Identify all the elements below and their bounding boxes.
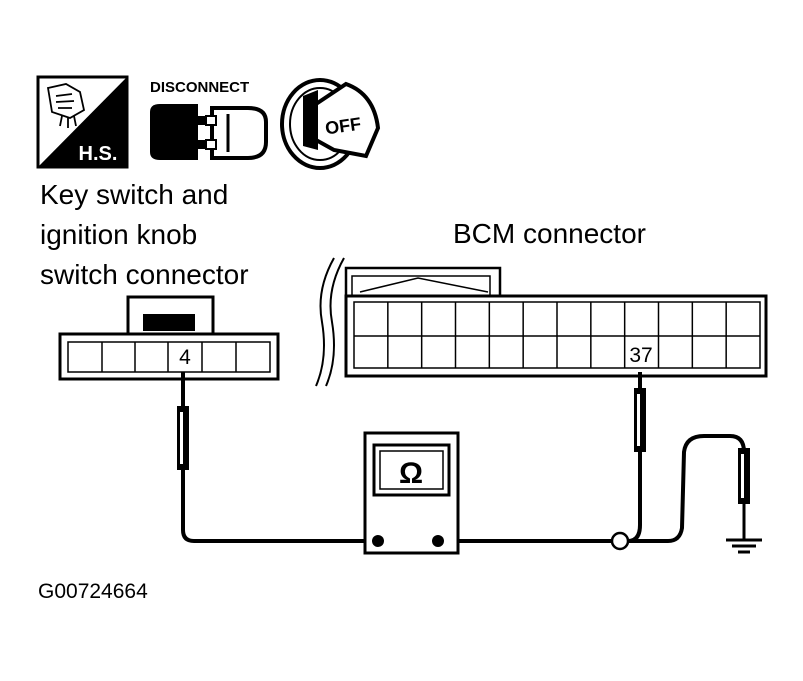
probe-left — [177, 406, 189, 470]
pin-37-label: 37 — [629, 344, 652, 367]
key-tag-text: OFF — [324, 114, 362, 139]
disconnect-icon: DISCONNECT — [150, 79, 268, 160]
figure-id: G00724664 — [38, 580, 148, 603]
ground-icon — [726, 504, 762, 554]
disconnect-caption: DISCONNECT — [150, 79, 249, 96]
ohmmeter: Ω — [363, 431, 460, 555]
meter-terminal-right — [432, 535, 444, 547]
bcm-connector: 37 — [315, 257, 768, 387]
hs-badge-icon: H.S. — [36, 75, 129, 169]
key-switch-connector: 4 — [58, 295, 280, 381]
key-switch-label-line-3: switch connector — [40, 259, 249, 290]
bcm-connector-label: BCM connector — [453, 218, 646, 249]
meter-terminal-left — [372, 535, 384, 547]
probe-right — [634, 388, 646, 452]
key-switch-label-line-1: Key switch and — [40, 179, 229, 210]
connector-latch — [143, 314, 195, 331]
junction-point — [610, 531, 630, 551]
pin-4-label: 4 — [179, 346, 191, 369]
probe-ground — [738, 448, 750, 504]
ohm-symbol-icon: Ω — [399, 457, 423, 490]
wire-pin4-to-meter — [181, 372, 378, 543]
wiring — [181, 372, 746, 543]
hs-badge-text: H.S. — [79, 143, 118, 165]
ignition-key-off-icon: OFF — [280, 78, 381, 170]
wire-to-ground — [628, 434, 746, 543]
key-switch-label-line-2: ignition knob — [40, 219, 198, 250]
